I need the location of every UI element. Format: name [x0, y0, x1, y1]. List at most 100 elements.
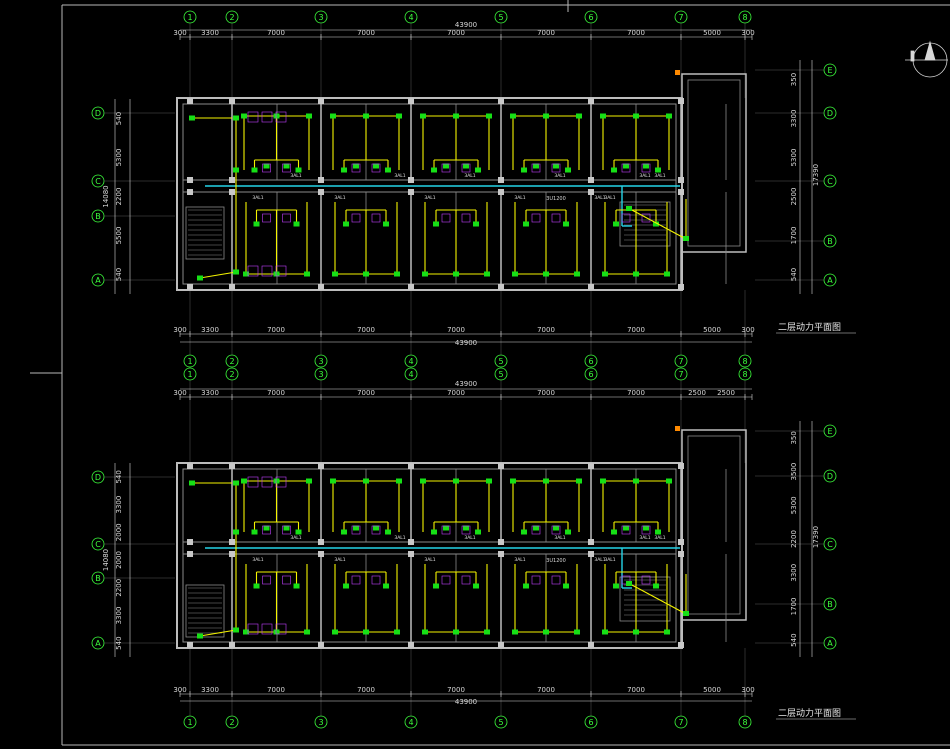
axis-bubble-label: 1	[187, 718, 192, 727]
top-dimension: 3300	[201, 29, 219, 37]
fixture-symbol	[282, 575, 291, 585]
socket-device	[653, 221, 659, 227]
axis-bubble-label: 6	[588, 13, 593, 22]
fixture-symbol	[371, 213, 381, 223]
circuit-label: 3AL1	[394, 173, 405, 179]
structural-column	[318, 189, 324, 195]
structural-column	[408, 642, 414, 648]
structural-column	[229, 539, 235, 545]
socket-device	[484, 629, 490, 635]
structural-column	[588, 551, 594, 557]
top-dimension: 7000	[447, 389, 465, 397]
marker-point	[675, 426, 680, 431]
axis-bubble-label: 3	[318, 13, 323, 22]
right-dimension: 2500	[790, 188, 798, 206]
fixture-symbol	[351, 163, 361, 173]
structural-column	[408, 539, 414, 545]
socket-device	[263, 525, 270, 531]
circuit-label: 3AL1	[594, 195, 605, 201]
bottom-dimension: 7000	[627, 326, 645, 334]
top-dimension: 7000	[357, 29, 375, 37]
structural-column	[588, 284, 594, 290]
socket-device	[633, 478, 639, 484]
socket-device	[521, 529, 527, 535]
socket-device	[543, 629, 549, 635]
socket-device	[385, 167, 391, 173]
structural-column	[498, 551, 504, 557]
circuit-label: 3AL1	[424, 195, 435, 201]
socket-device	[383, 583, 389, 589]
socket-device	[273, 113, 280, 119]
fixture-symbol	[441, 575, 451, 585]
fixture-symbol	[282, 163, 291, 173]
structural-column	[498, 539, 504, 545]
left-total-dimension: 14080	[102, 185, 110, 207]
right-dimension: 5300	[790, 496, 798, 514]
bottom-dimension: 5000	[703, 326, 721, 334]
bottom-dimension: 7000	[357, 326, 375, 334]
socket-device	[463, 163, 469, 169]
circuit-label: 3AL1	[554, 535, 565, 541]
fixture-symbol	[282, 213, 291, 223]
top-dimension: 300	[173, 29, 186, 37]
socket-device	[293, 221, 300, 227]
fixture-symbol	[461, 525, 471, 535]
left-dimension: 2200	[115, 579, 123, 597]
structural-column	[318, 177, 324, 183]
socket-device	[533, 525, 539, 531]
structural-column	[318, 539, 324, 545]
axis-bubble-label: 2	[229, 370, 234, 379]
socket-device	[253, 221, 260, 227]
axis-bubble-label: A	[827, 276, 833, 285]
axis-bubble-label: C	[95, 540, 101, 549]
socket-device	[553, 525, 559, 531]
socket-device	[512, 629, 518, 635]
structural-column	[187, 98, 193, 104]
socket-device	[553, 163, 559, 169]
fixture-symbol	[641, 163, 651, 173]
circuit-label: 3AL1	[639, 173, 650, 179]
socket-device	[655, 529, 661, 535]
top-dimension: 300	[741, 29, 754, 37]
top-dimension: 7000	[627, 389, 645, 397]
left-dimension: 2000	[115, 523, 123, 541]
circuit-label: 3AL1	[334, 557, 345, 563]
structural-column	[187, 463, 193, 469]
left-dimension: 540	[115, 112, 123, 125]
bottom-dimension: 7000	[357, 686, 375, 694]
socket-device	[293, 583, 300, 589]
fixture-symbol	[461, 163, 471, 173]
axis-bubble-label: 3	[318, 357, 323, 366]
fixture-symbol	[261, 111, 273, 123]
socket-device	[666, 478, 672, 484]
structural-column	[588, 189, 594, 195]
structural-column	[498, 284, 504, 290]
fixture-symbol	[531, 525, 541, 535]
socket-device	[453, 478, 459, 484]
top-total-dimension: 43900	[455, 380, 477, 388]
socket-device	[295, 167, 302, 173]
socket-device	[653, 583, 659, 589]
axis-bubble-label: C	[827, 540, 833, 549]
top-dimension: 300	[173, 389, 186, 397]
axis-bubble-label: 1	[187, 370, 192, 379]
fixture-symbol	[282, 525, 291, 535]
fixture-symbol	[261, 265, 273, 277]
socket-device	[512, 271, 518, 277]
socket-device	[332, 271, 338, 277]
socket-device	[243, 629, 249, 635]
floor-1-left-block-circuits	[189, 111, 689, 281]
top-dimension: 7000	[357, 389, 375, 397]
floor-2-walls	[176, 429, 747, 649]
structural-column	[229, 177, 235, 183]
structural-column	[498, 463, 504, 469]
structural-column	[187, 551, 193, 557]
socket-device	[600, 113, 606, 119]
axis-bubble-label: 8	[742, 370, 747, 379]
fixture-symbol	[551, 575, 561, 585]
inner-wall	[182, 468, 677, 643]
fixture-symbol	[621, 213, 631, 223]
stair-outline	[619, 201, 671, 247]
structural-column	[678, 98, 684, 104]
